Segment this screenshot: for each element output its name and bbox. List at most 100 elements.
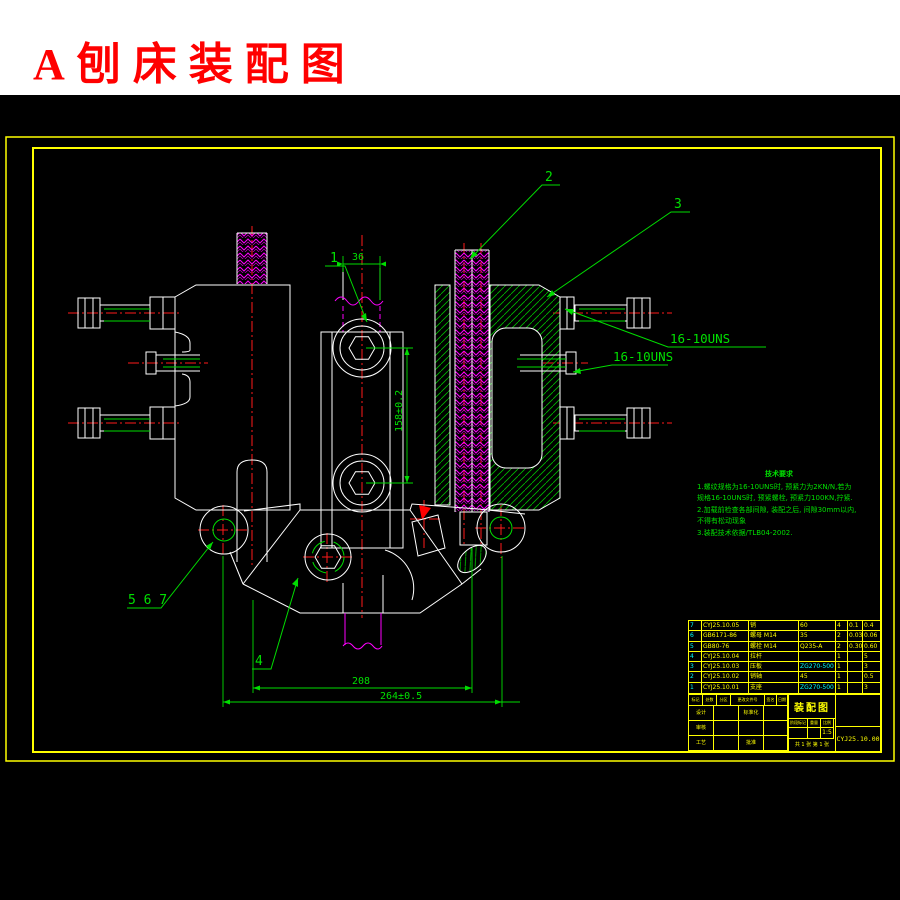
leader-arrowheads: [206, 251, 581, 587]
parts-table-cell: 2: [836, 641, 848, 652]
dim-inner-span: 208: [352, 676, 370, 687]
parts-table-cell: 2: [836, 631, 848, 642]
parts-table-cell: 螺母 M14: [749, 631, 799, 642]
parts-table-cell: 3: [864, 683, 868, 691]
parts-table-cell: 2: [689, 672, 702, 683]
parts-table-cell: 60: [799, 621, 836, 632]
dim-overall-span: 264±0.5: [380, 691, 422, 702]
parts-table-cell: 4: [689, 651, 702, 663]
note-line: 不得有松动现象: [697, 517, 746, 525]
parts-table-cell: 5: [863, 652, 880, 663]
title-block: 标记 处数 分区 更改文件号 签名 日期 设计 标准化 审核 工艺 批准 装: [688, 694, 881, 752]
parts-table-cell: 1: [689, 682, 702, 693]
tb-stage-label: 阶段标记: [789, 719, 808, 728]
balloon-1: 1: [330, 251, 338, 266]
parts-table-cell: ZG270-500: [799, 662, 836, 673]
parts-table-cell: GB6171-86: [702, 631, 749, 642]
tb-design-label: 设计: [689, 706, 714, 721]
tb-sign-label: 签名: [765, 695, 777, 706]
parts-table-cell: [848, 682, 863, 693]
title-block-center: 装配图 阶段标记 重量 比例 1:5 共 1 张 第 1 张: [789, 695, 836, 751]
base-break-lines: [342, 613, 383, 650]
tb-weight-label: 重量: [808, 719, 821, 728]
right-threaded-rods: [454, 249, 490, 546]
left-lower-bolt: [77, 407, 151, 439]
parts-table-cell: 6: [689, 631, 702, 642]
parts-table-cell: Q235-A: [799, 641, 836, 652]
balloon-2: 2: [545, 170, 553, 185]
left-bracket: [149, 284, 291, 562]
leader-lines: [127, 184, 766, 670]
note-line: 规格16-10UNS时, 预紧螺栓, 预紧力100KN,拧紧.: [697, 494, 853, 502]
parts-table-cell: 拉杆: [749, 651, 799, 663]
tb-count-label: 处数: [703, 695, 717, 706]
parts-table-cell: 1: [836, 672, 848, 683]
dimension-arrowheads: [223, 261, 502, 705]
tb-scale-value: 1:5: [821, 728, 834, 739]
sheet-frame: [5, 136, 895, 762]
center-column: [320, 318, 404, 549]
left-threaded-rod: [236, 232, 268, 284]
tb-sheet-info: 共 1 张 第 1 张: [794, 742, 830, 748]
balloon-4: 4: [255, 654, 263, 669]
parts-table-cell: 支座: [749, 682, 799, 693]
parts-table-cell: 0.30: [848, 641, 863, 652]
right-lower-bolt: [574, 407, 651, 439]
tb-date-label: 日期: [777, 695, 788, 706]
title-block-revision-area: 标记 处数 分区 更改文件号 签名 日期 设计 标准化 审核 工艺 批准: [689, 695, 789, 751]
note-line: 2.加载前检查各部间隙, 装配之后, 间隙30mm以内,: [697, 505, 857, 514]
parts-table-cell: 0.03: [848, 631, 863, 642]
parts-table-cell: 1: [836, 682, 848, 693]
parts-table-cell: 销: [749, 621, 799, 632]
parts-table-cell: CYJ25.10.03: [702, 662, 749, 673]
parts-table-cell: 45: [799, 672, 836, 683]
tb-mark-label: 标记: [689, 695, 703, 706]
dimension-lines: [222, 256, 520, 707]
parts-table-cell: ZG270-500: [799, 682, 836, 693]
parts-table-cell: [848, 651, 863, 663]
parts-table-cell: [848, 662, 863, 673]
parts-table-cell: 1: [836, 662, 848, 673]
tb-zone-label: 分区: [717, 695, 731, 706]
balloon-3: 3: [674, 197, 682, 212]
tb-scale-label: 比例: [821, 719, 834, 728]
parts-table-cell: CYJ25.10.02: [702, 672, 749, 683]
parts-table-cell: CYJ25.10.04: [702, 651, 749, 663]
left-stud: [145, 351, 200, 375]
page-title: A刨床装配图: [33, 40, 357, 89]
technical-notes: 技术要求 1.螺纹规格为16-10UNS时, 预紧力为2KN/N,若为 规格16…: [697, 469, 861, 539]
parts-table-cell: 35: [799, 631, 836, 642]
left-upper-bolt: [77, 297, 151, 329]
tb-check-label: 审核: [689, 721, 714, 736]
parts-table-cell: CYJ25.10.01: [702, 682, 749, 693]
parts-table-cell: 3: [863, 662, 880, 673]
dim-center-height: 158±0.2: [394, 390, 405, 432]
parts-table-cell: 3: [689, 662, 702, 673]
parts-table-cell: 1: [836, 651, 848, 663]
parts-table-cell: 0.1: [848, 621, 863, 632]
tb-standard-label: 标准化: [739, 706, 764, 721]
thread-label-upper: 16-10UNS: [670, 331, 730, 346]
parts-table-cell: 0.60: [863, 642, 880, 652]
thread-label-lower: 16-10UNS: [613, 349, 673, 364]
note-line: 3.装配技术依据/TLB04-2002.: [697, 528, 793, 537]
tb-process-label: 工艺: [689, 736, 714, 751]
title-block-number-area: CYJ25.10.00: [836, 695, 880, 751]
parts-table-cell: 0.5: [863, 672, 880, 683]
drawing-title: 装配图: [789, 695, 835, 719]
base-bracket: [199, 503, 526, 614]
notes-heading: 技术要求: [765, 470, 793, 478]
tb-approve-label: 批准: [739, 736, 764, 751]
parts-table-cell: GB80-76: [702, 641, 749, 652]
parts-table-cell: [848, 672, 863, 683]
